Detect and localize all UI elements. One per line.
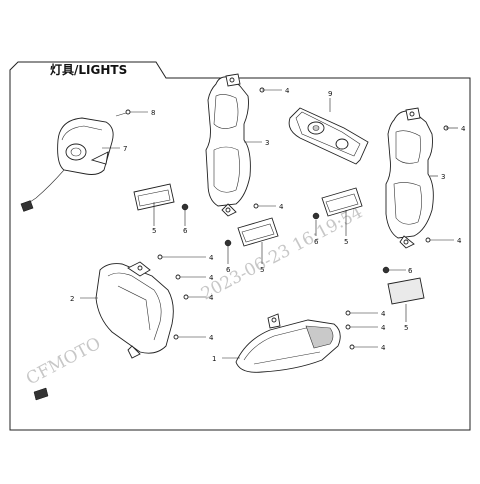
callout-3: 3 <box>441 173 445 181</box>
screw-8 <box>115 109 131 117</box>
callout-4: 4 <box>457 237 462 245</box>
callout-labels: 8 7 5 6 4 3 4 9 4 3 4 6 5 6 5 2 4 4 4 6 … <box>70 87 466 363</box>
part-5-reflector-d <box>387 277 425 305</box>
callout-6: 6 <box>408 267 413 275</box>
watermark-timestamp: 2023-06-23 16:19:54 <box>198 202 366 304</box>
callout-5: 5 <box>404 324 408 332</box>
callout-4: 4 <box>381 310 386 318</box>
nuts-6 <box>181 203 390 274</box>
callout-6: 6 <box>314 238 319 246</box>
diagram-frame <box>9 61 471 431</box>
callout-4: 4 <box>209 254 214 262</box>
watermark-brand: CFMOTO <box>23 334 104 390</box>
part-5-reflector-c <box>321 187 363 217</box>
callout-1: 1 <box>212 355 216 363</box>
part-9-tail-light <box>288 107 369 165</box>
callout-3: 3 <box>265 139 269 147</box>
callout-4: 4 <box>381 344 386 352</box>
connector-icon <box>33 387 49 401</box>
callout-5: 5 <box>152 227 156 235</box>
callout-5: 5 <box>344 238 348 246</box>
callout-8: 8 <box>151 109 155 117</box>
callout-4: 4 <box>285 87 290 95</box>
part-2-headlight-housing <box>95 261 174 359</box>
extra-callout: 4 <box>209 334 214 342</box>
callout-6: 6 <box>226 266 231 274</box>
callout-4: 4 <box>461 125 466 133</box>
callout-4-lower: 4 <box>209 334 214 342</box>
part-1-headlight-lens <box>235 313 341 373</box>
part-5-reflector-a <box>133 183 175 211</box>
part-3-right-housing <box>385 107 434 249</box>
leader-lines <box>80 89 458 359</box>
callout-4: 4 <box>209 274 214 282</box>
part-5-reflector-b <box>237 217 279 247</box>
callout-4: 4 <box>209 294 214 302</box>
callout-7: 7 <box>123 145 127 153</box>
part-3-left-housing <box>205 73 251 217</box>
callout-6: 6 <box>183 227 188 235</box>
callout-5: 5 <box>260 266 264 274</box>
diagram-title: 灯具/LIGHTS <box>50 62 127 77</box>
callout-4: 4 <box>279 203 284 211</box>
part-7-light <box>20 117 114 212</box>
callout-2: 2 <box>70 295 74 303</box>
callout-4: 4 <box>381 324 386 332</box>
callout-9: 9 <box>328 90 332 98</box>
